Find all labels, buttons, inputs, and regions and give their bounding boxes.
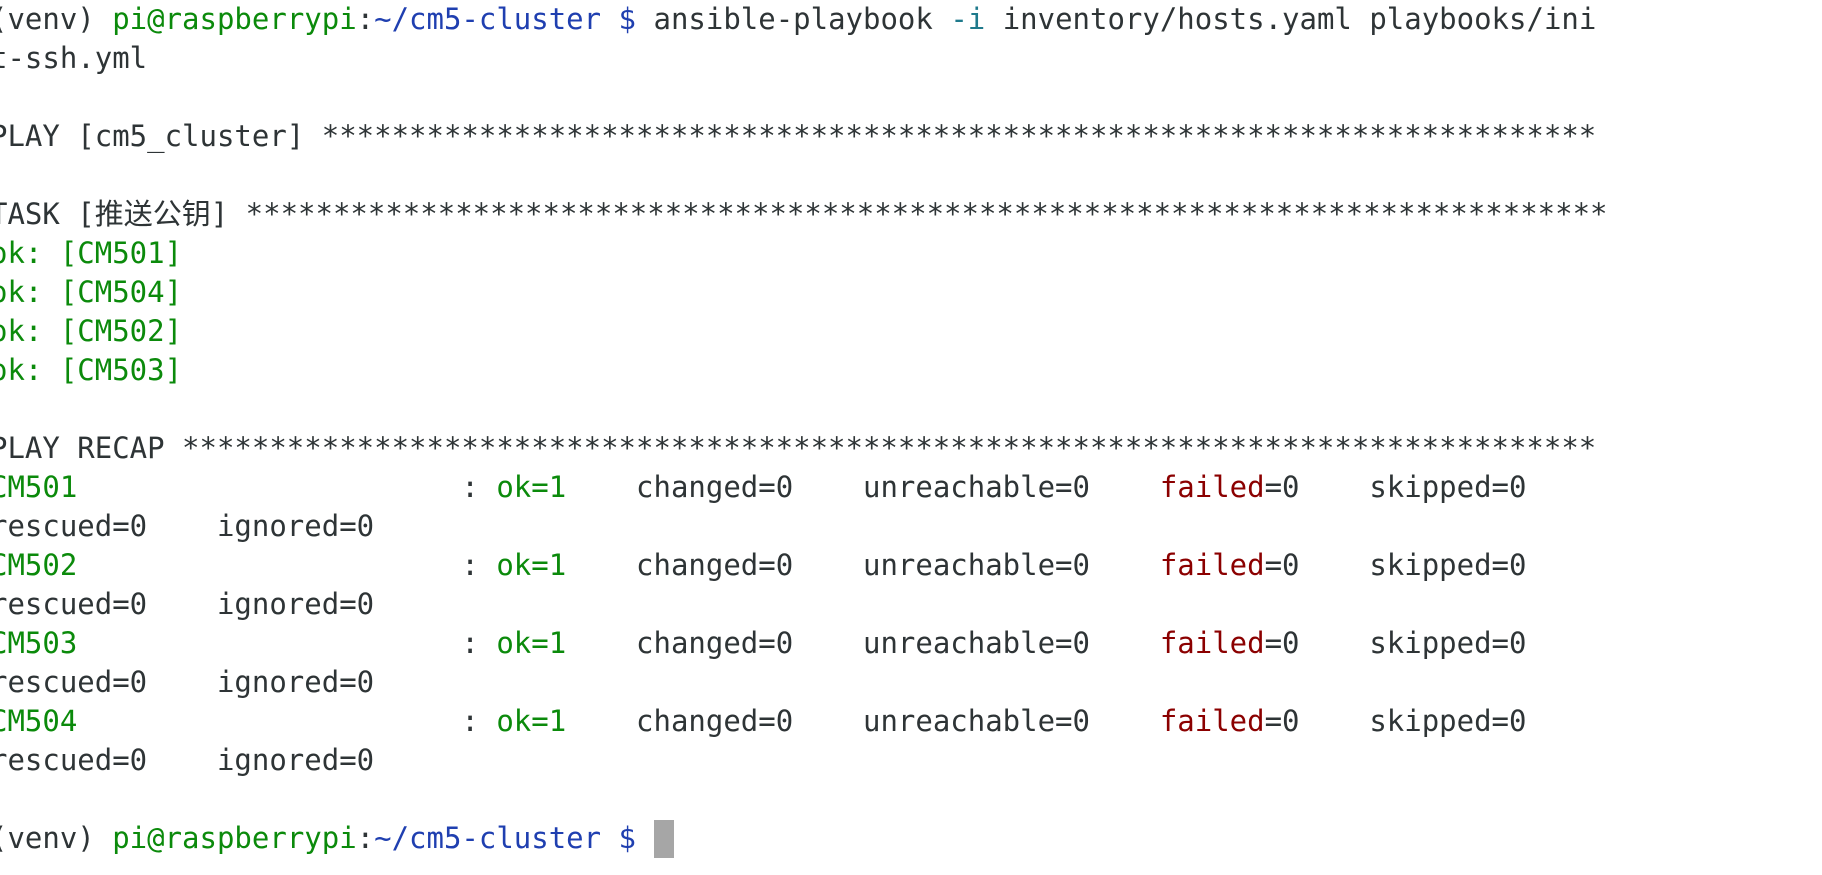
terminal-text-segment: pi@raspberrypi [112, 821, 357, 855]
terminal-text-segment: failed [1159, 548, 1265, 582]
terminal-text-segment: : [77, 704, 497, 738]
terminal-line: CM503 : ok=1 changed=0 unreachable=0 fai… [0, 624, 1608, 663]
terminal-blank-line [0, 780, 1608, 819]
terminal-line: ok: [CM504] [0, 273, 1608, 312]
terminal-line: (venv) pi@raspberrypi:~/cm5-cluster $ [0, 819, 1608, 858]
terminal-text-segment: (venv) [0, 821, 113, 855]
terminal-line: CM504 : ok=1 changed=0 unreachable=0 fai… [0, 702, 1608, 741]
terminal-text-segment: : [77, 626, 497, 660]
terminal-text-segment: (venv) [0, 2, 113, 36]
terminal-line: rescued=0 ignored=0 [0, 507, 1608, 546]
terminal-text-segment: ~/cm5-cluster $ [374, 2, 637, 36]
terminal-text-segment: ok: [CM501] [0, 236, 183, 270]
terminal-text-segment: inventory/hosts.yaml playbooks/ini [985, 2, 1597, 36]
terminal-line: ok: [CM501] [0, 234, 1608, 273]
terminal-text-segment: : [356, 2, 375, 36]
terminal-text-segment: ok: [CM502] [0, 314, 183, 348]
terminal-text-segment: =0 skipped=0 [1264, 704, 1527, 738]
terminal-text-segment: failed [1159, 626, 1265, 660]
terminal-text-segment: ok=1 [496, 704, 567, 738]
terminal-text-segment: TASK [推送公钥] ****************************… [0, 197, 1608, 231]
terminal-cursor[interactable] [653, 820, 674, 858]
terminal-text-segment: =0 skipped=0 [1264, 548, 1527, 582]
terminal-text-segment: ansible-playbook [636, 2, 951, 36]
terminal-text-segment: : [356, 821, 375, 855]
terminal-text-segment: rescued=0 ignored=0 [0, 743, 375, 777]
terminal-text-segment: : [77, 470, 497, 504]
terminal-text-segment: changed=0 unreachable=0 [566, 704, 1160, 738]
terminal-text-segment: failed [1159, 704, 1265, 738]
terminal-line: rescued=0 ignored=0 [0, 663, 1608, 702]
terminal-line: rescued=0 ignored=0 [0, 585, 1608, 624]
terminal-text-segment: failed [1159, 470, 1265, 504]
terminal-text-segment: CM502 [0, 548, 78, 582]
terminal-line: t-ssh.yml [0, 39, 1608, 78]
terminal-line: ok: [CM503] [0, 351, 1608, 390]
terminal-blank-line [0, 78, 1608, 117]
terminal-line: PLAY [cm5_cluster] *********************… [0, 117, 1608, 156]
terminal-text-segment: pi@raspberrypi [112, 2, 357, 36]
terminal-line: PLAY RECAP *****************************… [0, 429, 1608, 468]
terminal-line: TASK [推送公钥] ****************************… [0, 195, 1608, 234]
terminal-text-segment: ok: [CM503] [0, 353, 183, 387]
terminal-text-segment: ~/cm5-cluster $ [374, 821, 637, 855]
terminal-text-segment: rescued=0 ignored=0 [0, 665, 375, 699]
terminal-text-segment: changed=0 unreachable=0 [566, 470, 1160, 504]
terminal-text-segment: ok: [CM504] [0, 275, 183, 309]
terminal-text-segment: ok=1 [496, 470, 567, 504]
terminal-text-segment: CM501 [0, 470, 78, 504]
terminal-text-segment: CM504 [0, 704, 78, 738]
terminal-line: CM501 : ok=1 changed=0 unreachable=0 fai… [0, 468, 1608, 507]
terminal-text-segment: : [77, 548, 497, 582]
terminal-text-segment: =0 skipped=0 [1264, 626, 1527, 660]
terminal-line: CM502 : ok=1 changed=0 unreachable=0 fai… [0, 546, 1608, 585]
terminal-text-segment: PLAY RECAP *****************************… [0, 431, 1597, 465]
terminal-line: (venv) pi@raspberrypi:~/cm5-cluster $ an… [0, 0, 1608, 39]
terminal-text-segment: rescued=0 ignored=0 [0, 509, 375, 543]
terminal-text-segment: changed=0 unreachable=0 [566, 548, 1160, 582]
terminal-text-segment: ok=1 [496, 548, 567, 582]
terminal-text-segment: -i [950, 2, 986, 36]
terminal-text-segment: t-ssh.yml [0, 41, 148, 75]
terminal-blank-line [0, 390, 1608, 429]
terminal-line: ok: [CM502] [0, 312, 1608, 351]
terminal-text-segment [636, 821, 653, 855]
terminal-output: (venv) pi@raspberrypi:~/cm5-cluster $ an… [0, 0, 1608, 858]
terminal-text-segment: =0 skipped=0 [1264, 470, 1527, 504]
terminal-text-segment: CM503 [0, 626, 78, 660]
terminal-text-segment: changed=0 unreachable=0 [566, 626, 1160, 660]
terminal-text-segment: PLAY [cm5_cluster] *********************… [0, 119, 1597, 153]
terminal-blank-line [0, 156, 1608, 195]
terminal-line: rescued=0 ignored=0 [0, 741, 1608, 780]
terminal-text-segment: rescued=0 ignored=0 [0, 587, 375, 621]
terminal-text-segment: ok=1 [496, 626, 567, 660]
